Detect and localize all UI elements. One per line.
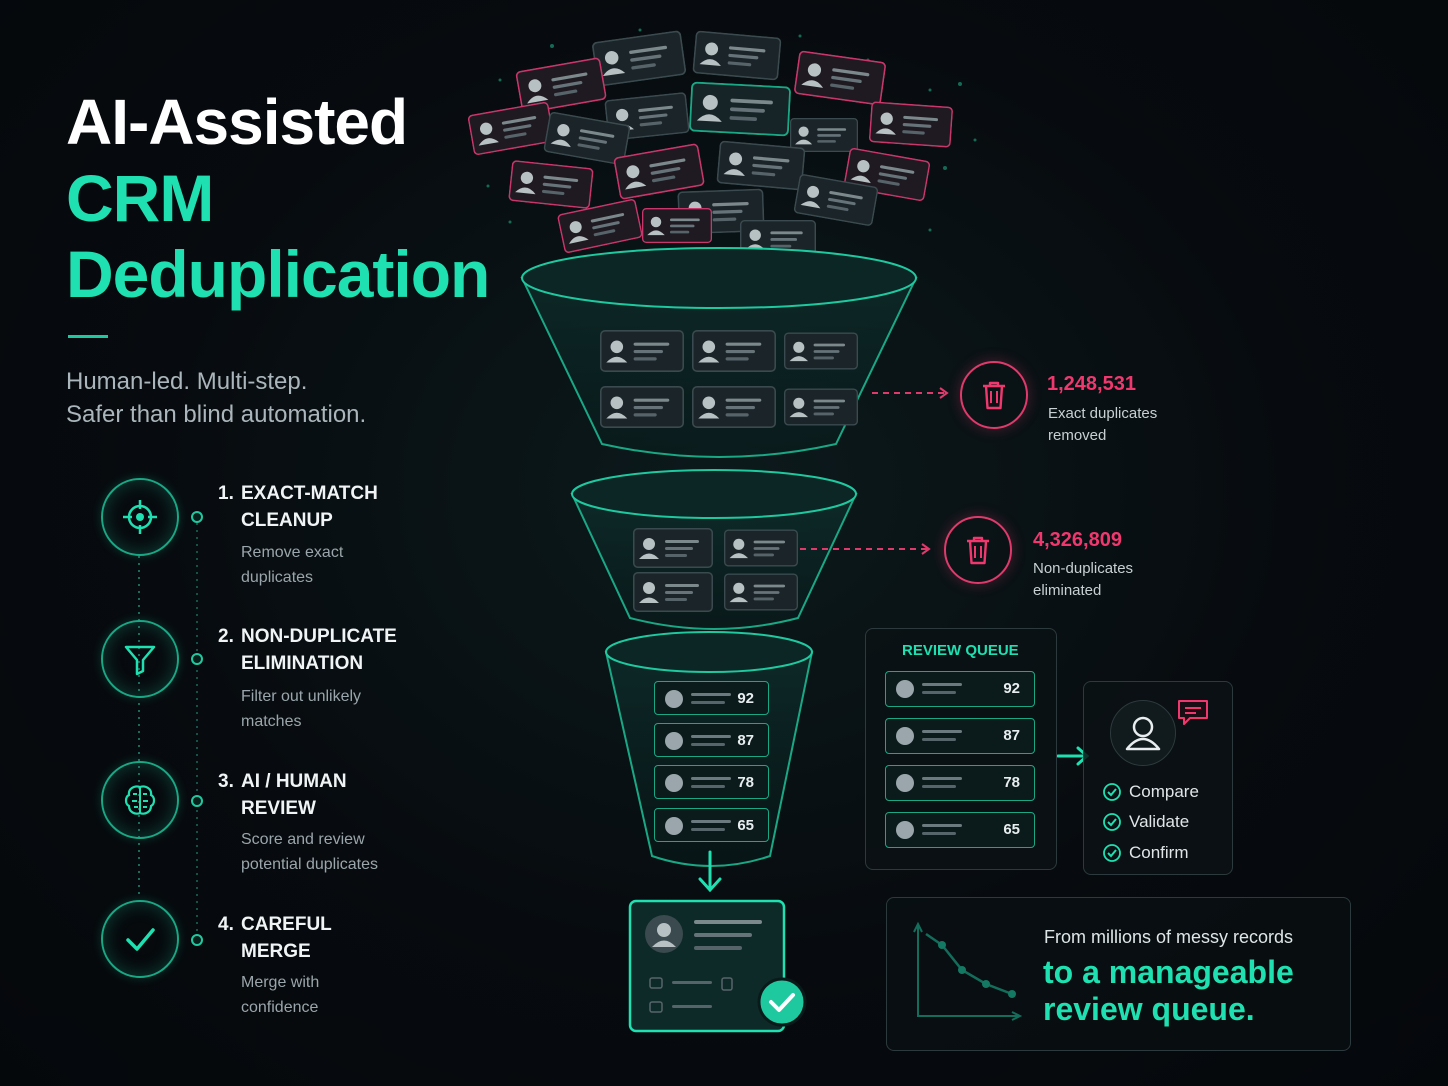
chat-icon: [1176, 698, 1210, 728]
stat-2-label: Non-duplicates eliminated: [1033, 560, 1134, 599]
checkmark-icon: [101, 900, 179, 978]
reviewer-panel: Compare Validate Confirm: [1083, 681, 1233, 875]
check-circle-icon: [1103, 844, 1121, 862]
queue-row[interactable]: 87: [885, 718, 1035, 754]
summary-line-3: review queue.: [1043, 991, 1255, 1027]
queue-row[interactable]: 92: [885, 671, 1035, 707]
queue-score: 78: [1003, 774, 1020, 791]
stat-2-value: 4,326,809: [1033, 529, 1122, 551]
trash-icon: [960, 361, 1028, 429]
trash-icon: [944, 516, 1012, 584]
queue-row[interactable]: 78: [885, 765, 1035, 801]
funnel-score-row: 78: [654, 765, 769, 799]
funnel-stage-2: [570, 469, 858, 630]
step-4-title: CAREFUL MERGE: [241, 914, 332, 962]
action-label: Compare: [1129, 782, 1199, 801]
step-2-dot: [191, 653, 203, 665]
queue-score: 92: [1003, 680, 1020, 697]
review-queue-panel: REVIEW QUEUE 92 87 78 65: [865, 628, 1057, 870]
step-1-number: 1.: [218, 483, 234, 504]
summary-panel: From millions of messy records to a mana…: [886, 897, 1351, 1051]
step-3-dot: [191, 795, 203, 807]
funnel-score-row: 92: [654, 681, 769, 715]
funnel-score: 78: [737, 774, 754, 791]
stat-1-label: Exact duplicates removed: [1048, 405, 1158, 444]
action-label: Validate: [1129, 812, 1190, 831]
merged-record-card: [628, 899, 807, 1033]
filter-icon: [101, 620, 179, 698]
title-line-1: AI-Assisted: [66, 86, 408, 158]
summary-line-2: to a manageable: [1043, 954, 1294, 990]
subtitle-line-2: Safer than blind automation.: [66, 401, 367, 428]
check-circle-icon: [1103, 783, 1121, 801]
brain-icon: [101, 761, 179, 839]
step-4-number: 4.: [218, 914, 234, 935]
step-2-number: 2.: [218, 626, 234, 647]
title-divider: [68, 335, 108, 338]
funnel-score-row: 87: [654, 723, 769, 757]
step-1-description: Remove exact duplicates: [241, 544, 344, 586]
action-label: Confirm: [1129, 843, 1189, 862]
funnel-stage-1: [520, 247, 918, 458]
funnel-score: 87: [737, 732, 754, 749]
step-3-number: 3.: [218, 771, 234, 792]
queue-score: 65: [1003, 821, 1020, 838]
incoming-records: [467, 30, 954, 258]
target-icon: [101, 478, 179, 556]
funnel-score: 65: [737, 817, 754, 834]
step-3-description: Score and review potential duplicates: [241, 831, 378, 873]
step-1-dot: [191, 511, 203, 523]
summary-line-1: From millions of messy records: [1044, 927, 1294, 947]
funnel-score-row: 65: [654, 808, 769, 842]
title-line-2: CRM: [66, 161, 214, 235]
check-circle-icon: [1103, 813, 1121, 831]
review-queue-title: REVIEW QUEUE: [902, 642, 1019, 659]
title-line-3: Deduplication: [66, 237, 490, 311]
funnel-score: 92: [737, 690, 754, 707]
stat-1-value: 1,248,531: [1047, 373, 1136, 395]
step-4-description: Merge with confidence: [241, 974, 320, 1016]
queue-row[interactable]: 65: [885, 812, 1035, 848]
user-icon: [1110, 700, 1176, 766]
step-4-dot: [191, 934, 203, 946]
step-3-title: AI / HUMAN REVIEW: [241, 771, 347, 819]
subtitle-line-1: Human-led. Multi-step.: [66, 368, 308, 395]
step-2-description: Filter out unlikely matches: [241, 688, 362, 730]
queue-score: 87: [1003, 727, 1020, 744]
step-1-title: EXACT-MATCH CLEANUP: [241, 483, 378, 531]
step-2-title: NON-DUPLICATE ELIMINATION: [241, 626, 397, 674]
